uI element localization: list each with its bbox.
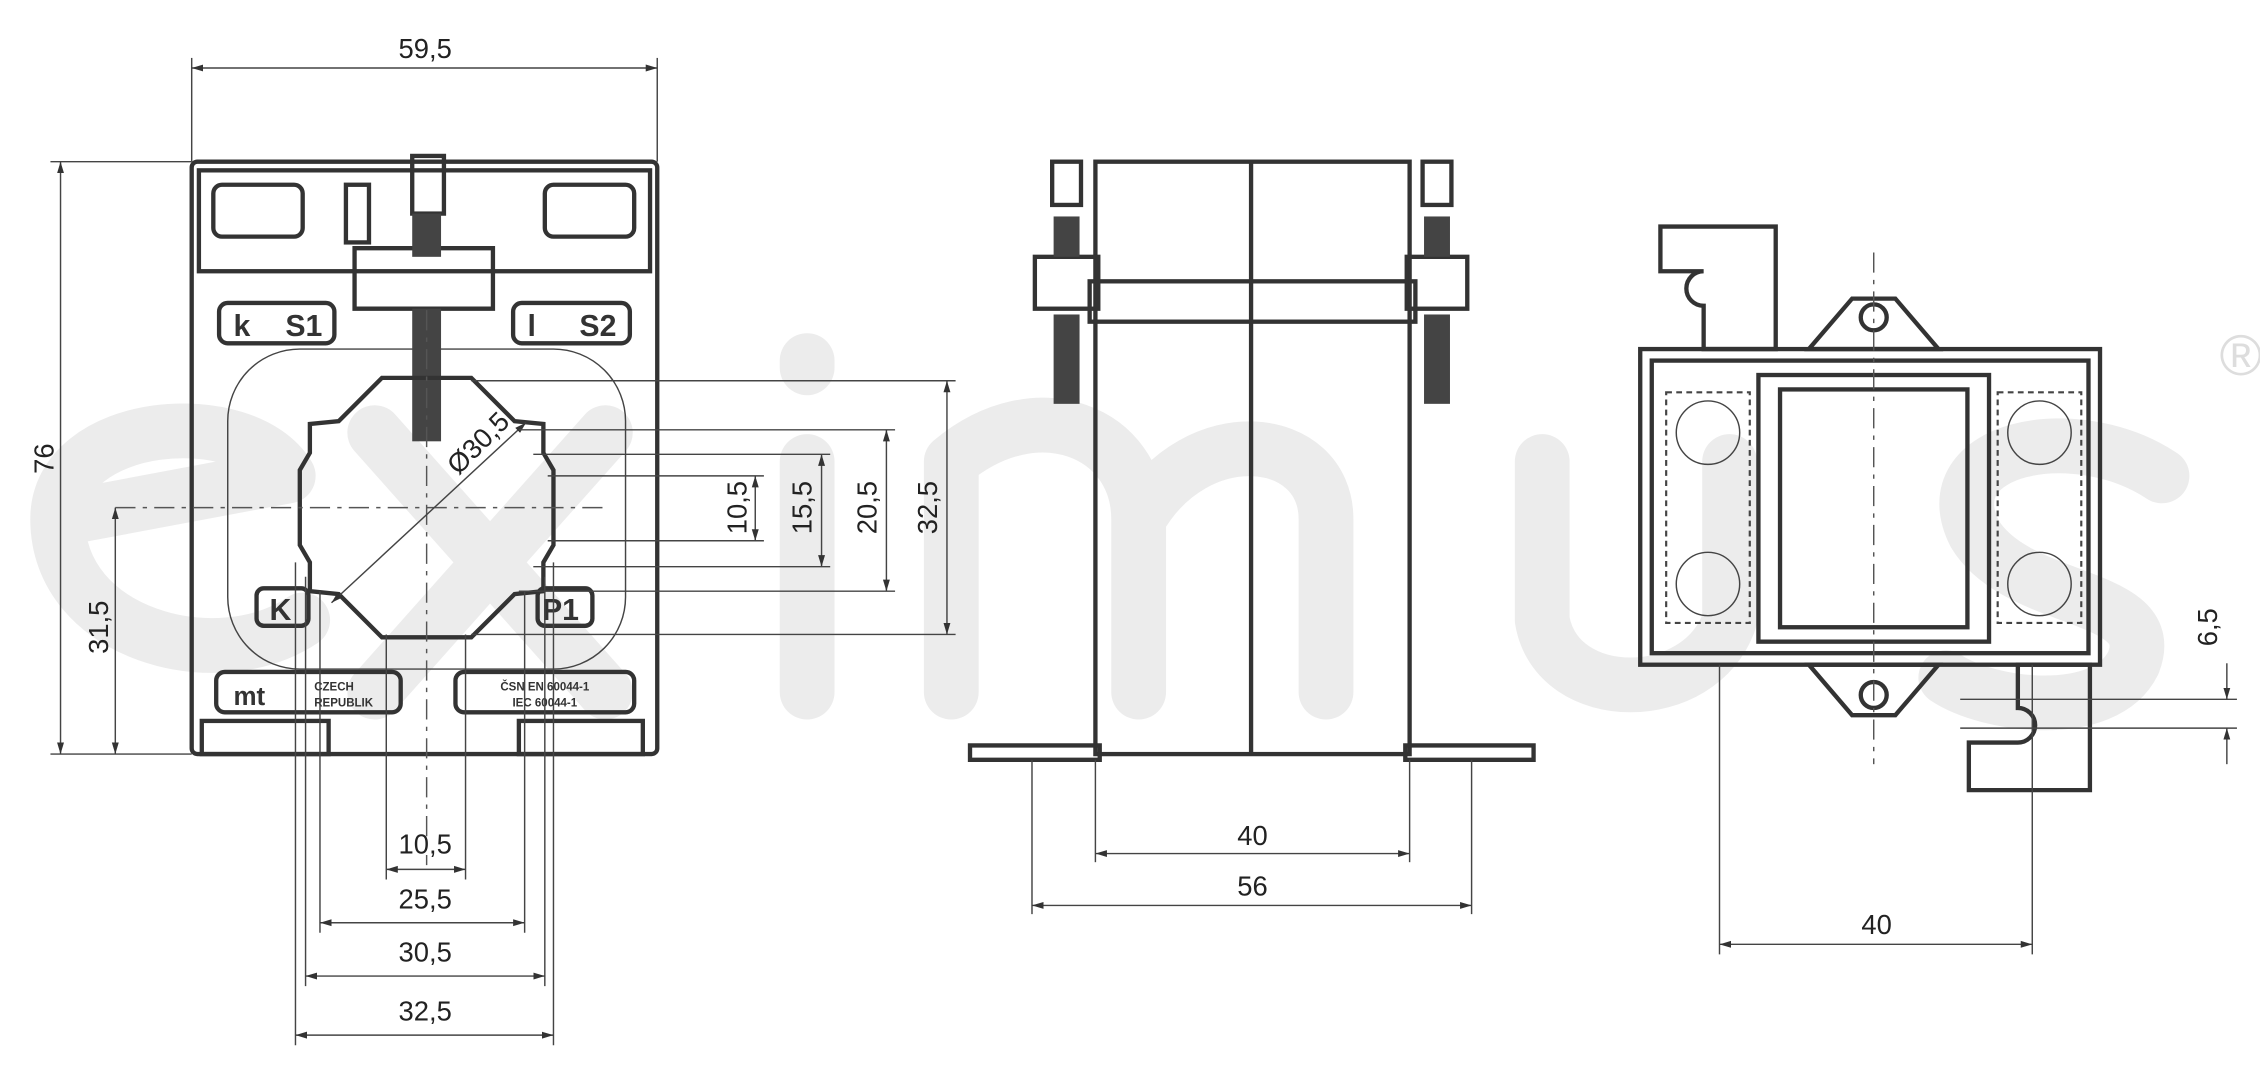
dim-h1: 10,5: [399, 829, 452, 860]
dim-body-width: 40: [1237, 820, 1267, 851]
primary-label-p1: P1: [542, 594, 579, 627]
side-view: 40 56: [967, 159, 1536, 915]
dim-offset: 6,5: [2192, 608, 2223, 646]
dim-bottom-width: 40: [1861, 909, 1891, 940]
dim-base-width: 56: [1237, 870, 1267, 901]
country-line2: REPUBLIK: [314, 698, 374, 710]
dim-h2: 25,5: [399, 883, 452, 914]
dim-v2: 15,5: [786, 481, 817, 534]
watermark-logo: ®: [30, 324, 2260, 731]
dim-h4: 32,5: [399, 996, 452, 1027]
dim-axis-height: 31,5: [83, 601, 114, 654]
dim-width: 59,5: [399, 33, 452, 64]
terminal-label-l: l: [528, 310, 536, 343]
country-line1: CZECH: [314, 682, 354, 694]
dim-v3: 20,5: [851, 481, 882, 534]
bottom-view: 40 6,5: [1638, 224, 2237, 955]
dim-v1: 10,5: [722, 481, 753, 534]
dim-height: 76: [28, 443, 59, 473]
terminal-label-s2: S2: [579, 310, 616, 343]
dim-h3: 30,5: [399, 937, 452, 968]
dim-v4: 32,5: [912, 481, 943, 534]
terminal-label-k: k: [233, 310, 250, 343]
terminal-label-s1: S1: [285, 310, 322, 343]
registered-mark: ®: [2220, 324, 2260, 388]
primary-label-k: K: [270, 594, 292, 627]
logo: mt: [233, 683, 265, 711]
